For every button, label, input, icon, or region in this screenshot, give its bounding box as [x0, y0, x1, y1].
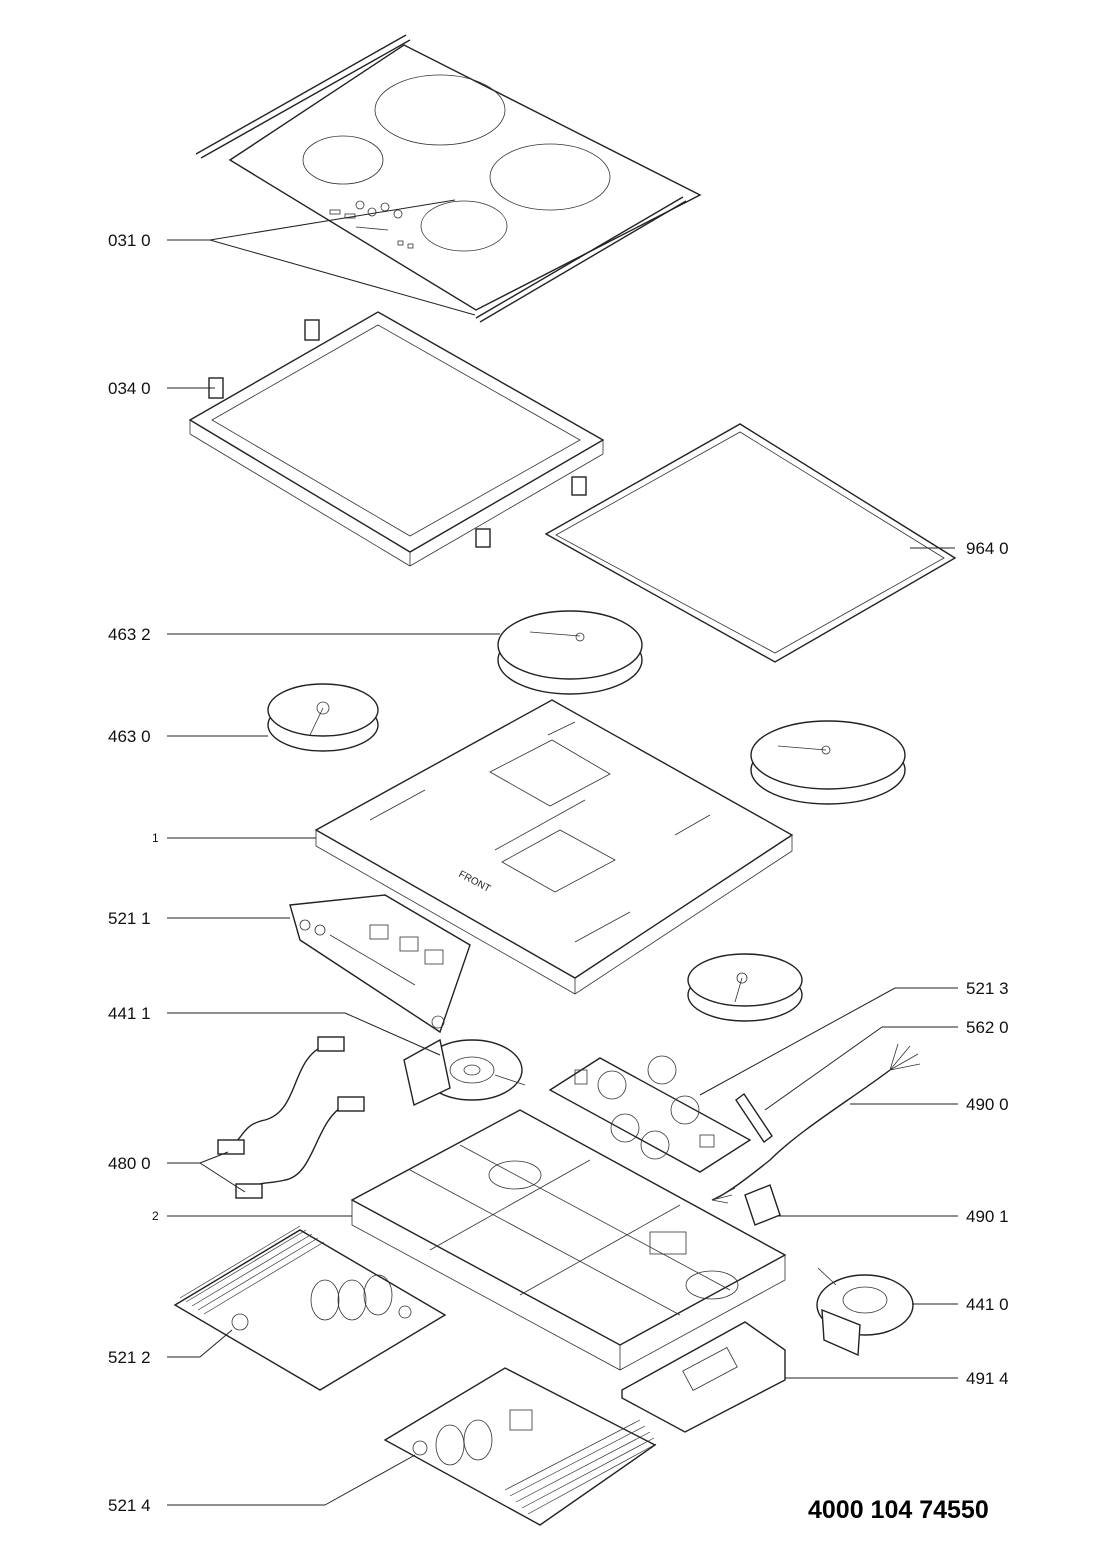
heatsink-board-521-2 [173, 1225, 447, 1391]
glass-ceramic-top [195, 34, 702, 323]
callout-034-0: 034 0 [108, 379, 151, 398]
callout-491-4: 491 4 [966, 1369, 1009, 1388]
callout-441-0: 441 0 [966, 1295, 1009, 1314]
callout-490-1: 490 1 [966, 1207, 1009, 1226]
callout-463-2: 463 2 [108, 625, 151, 644]
callout-490-0: 490 0 [966, 1095, 1009, 1114]
cooling-fan-441-0 [816, 1267, 914, 1357]
callout-964-0: 964 0 [966, 539, 1009, 558]
induction-coil-463-0 [267, 683, 379, 752]
leader-lines [167, 199, 958, 1506]
cooktop-frame [188, 311, 605, 567]
power-board [548, 1055, 752, 1173]
callout-521-1: 521 1 [108, 909, 151, 928]
callout-480-0: 480 0 [108, 1154, 151, 1173]
callout-521-3: 521 3 [966, 979, 1009, 998]
mains-cable [711, 1043, 921, 1204]
wiring-harness-a [217, 1036, 345, 1155]
connection-board [621, 1321, 786, 1433]
heatsink-board-521-4 [383, 1367, 657, 1526]
wiring-harness-b [235, 1096, 365, 1199]
cooling-fan-441-1 [403, 1038, 526, 1107]
induction-coil-right [750, 720, 906, 805]
bottom-housing [350, 1109, 787, 1371]
induction-coil-front-right [687, 953, 803, 1022]
callout-1: 1 [152, 831, 159, 845]
callout-463-0: 463 0 [108, 727, 151, 746]
callout-521-2: 521 2 [108, 1348, 151, 1367]
induction-coil-463-2 [497, 610, 643, 695]
coil-support-plate: FRONT [314, 699, 794, 995]
callout-441-1: 441 1 [108, 1004, 151, 1023]
control-board [289, 894, 471, 1034]
callout-521-4: 521 4 [108, 1496, 151, 1515]
cable-clamp [744, 1184, 781, 1226]
gasket [544, 423, 957, 663]
callout-2: 2 [152, 1209, 159, 1223]
document-number: 4000 104 74550 [808, 1496, 989, 1524]
callout-031-0: 031 0 [108, 231, 151, 250]
fuse [735, 1092, 773, 1144]
callout-562-0: 562 0 [966, 1018, 1009, 1037]
callout-labels: 031 0 034 0 964 0 463 2 463 0 1 521 1 52… [108, 231, 1009, 1515]
